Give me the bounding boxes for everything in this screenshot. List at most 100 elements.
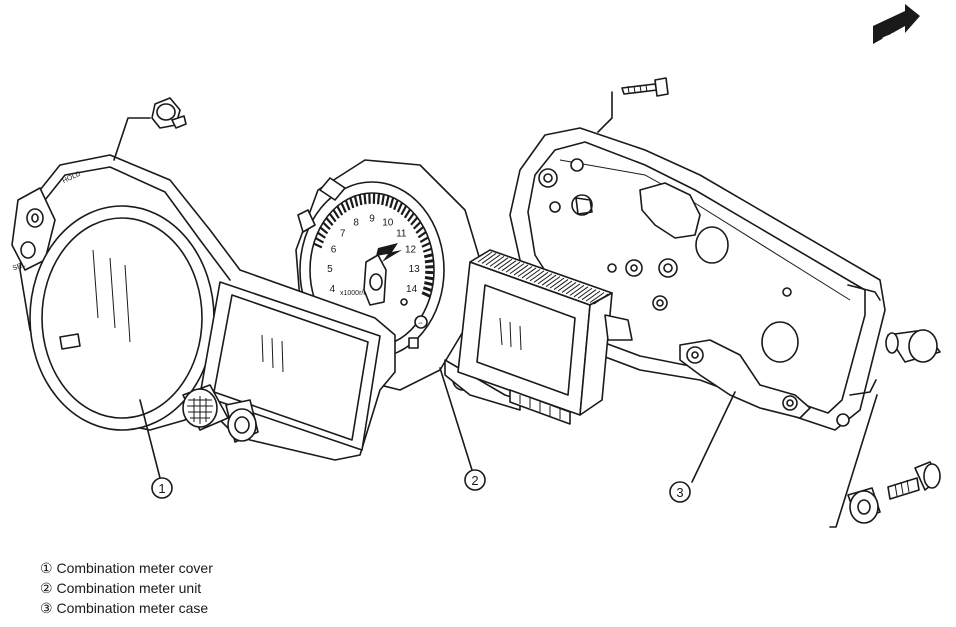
dial-number: 9 xyxy=(369,214,375,225)
lcd-pin xyxy=(493,257,509,269)
dial-tick xyxy=(332,209,340,219)
lcd-pin xyxy=(573,286,589,298)
dial-tick xyxy=(328,213,337,223)
dial-tick xyxy=(396,202,404,213)
dial-tick xyxy=(393,199,399,211)
callout-2: 2 xyxy=(464,469,486,491)
dial-tick xyxy=(340,202,347,213)
lcd-pin xyxy=(529,270,545,282)
callout-3: 3 xyxy=(669,481,691,503)
grommet-right xyxy=(885,329,941,363)
lcd-module xyxy=(457,249,633,425)
legend-num: ③ xyxy=(40,600,53,616)
dial-number: 8 xyxy=(353,217,359,228)
lcd-pin xyxy=(489,255,505,267)
dial-tick xyxy=(322,221,331,231)
dial-tick xyxy=(419,236,429,243)
lcd-pin xyxy=(477,251,493,263)
dial-tick xyxy=(336,205,344,216)
dial-number: 5 xyxy=(327,264,333,275)
lcd-pin xyxy=(561,282,577,293)
lcd-pin xyxy=(565,283,581,295)
dial-tick xyxy=(421,242,431,248)
dial-tick xyxy=(358,194,363,206)
dial-tick xyxy=(412,221,422,230)
lcd-pin xyxy=(521,267,537,279)
lcd-pin xyxy=(589,292,605,304)
dial-tick xyxy=(400,205,408,216)
legend-num: ② xyxy=(40,580,53,596)
dial-tick xyxy=(423,281,434,287)
dial-tick xyxy=(349,197,355,209)
dial-tick xyxy=(381,194,385,206)
indicator-boss-round xyxy=(225,399,259,443)
cover-side-mark: SEL xyxy=(12,261,27,272)
dial-number: 10 xyxy=(382,217,394,228)
dial-tick xyxy=(422,247,432,253)
dial-tick xyxy=(353,195,359,207)
callout-1-number: 1 xyxy=(158,481,165,496)
dial-tick xyxy=(417,231,427,239)
legend-item-cover: ① Combination meter cover xyxy=(40,558,213,578)
lcd-pin xyxy=(557,280,573,292)
dial-number: 7 xyxy=(340,228,346,239)
dial-tick xyxy=(344,199,351,211)
lcd-connector-pins xyxy=(477,251,609,305)
legend-label: Combination meter unit xyxy=(56,580,202,596)
lcd-pin xyxy=(485,254,501,266)
svg-text:⇔: ⇔ xyxy=(417,320,424,327)
dial-tick xyxy=(410,216,419,226)
dial-tick xyxy=(319,226,329,235)
lcd-pin xyxy=(581,289,597,301)
dial-tick xyxy=(421,291,431,298)
lcd-pin xyxy=(569,284,585,296)
lcd-pin xyxy=(505,261,521,273)
dial-tick xyxy=(317,231,326,239)
lcd-pin xyxy=(585,290,601,302)
meter-cover: SEL HOLD xyxy=(11,154,396,461)
dial-tick xyxy=(423,253,434,259)
legend-num: ① xyxy=(40,560,53,576)
dial-tick xyxy=(376,193,381,205)
lcd-pin xyxy=(553,279,569,290)
dial-number: 11 xyxy=(396,228,407,239)
dial-tick xyxy=(424,276,434,281)
dial-tick xyxy=(385,195,390,207)
lcd-pin xyxy=(525,268,541,280)
lcd-pin xyxy=(513,264,529,276)
legend-item-case: ③ Combination meter case xyxy=(40,598,213,618)
mount-cushion xyxy=(847,487,881,524)
parts-legend: ① Combination meter cover ② Combination … xyxy=(40,558,213,618)
dial-unit: x1000r/min xyxy=(340,290,375,297)
lcd-pin xyxy=(517,266,533,277)
callout-3-number: 3 xyxy=(676,485,683,500)
dial-tick xyxy=(363,193,367,205)
dial-tick xyxy=(422,286,433,292)
lcd-pin xyxy=(509,263,525,275)
dial-tick xyxy=(403,208,412,219)
legend-item-unit: ② Combination meter unit xyxy=(40,578,213,598)
dial-ticks xyxy=(313,193,435,298)
legend-label: Combination meter cover xyxy=(56,560,213,576)
dial-tick xyxy=(424,259,434,264)
lcd-pin xyxy=(537,273,553,285)
mount-bolt xyxy=(887,461,941,500)
dial-tick xyxy=(315,237,325,244)
dial-tick xyxy=(313,242,323,249)
brand-logo-icon xyxy=(376,243,402,262)
legend-label: Combination meter case xyxy=(56,600,209,616)
dial-number: 12 xyxy=(405,245,417,256)
dial-number: 6 xyxy=(331,245,337,256)
dial-tick xyxy=(389,197,395,209)
indicator-boss-grille xyxy=(182,384,229,431)
lcd-pin xyxy=(533,271,549,283)
dial-number: 4 xyxy=(330,284,336,295)
case-screw xyxy=(597,77,669,133)
dial-tick xyxy=(407,212,415,222)
callout-1: 1 xyxy=(151,477,173,499)
fwd-arrow-icon: FWD xyxy=(873,4,920,47)
lcd-pin xyxy=(541,274,557,286)
lcd-pin xyxy=(481,253,497,264)
